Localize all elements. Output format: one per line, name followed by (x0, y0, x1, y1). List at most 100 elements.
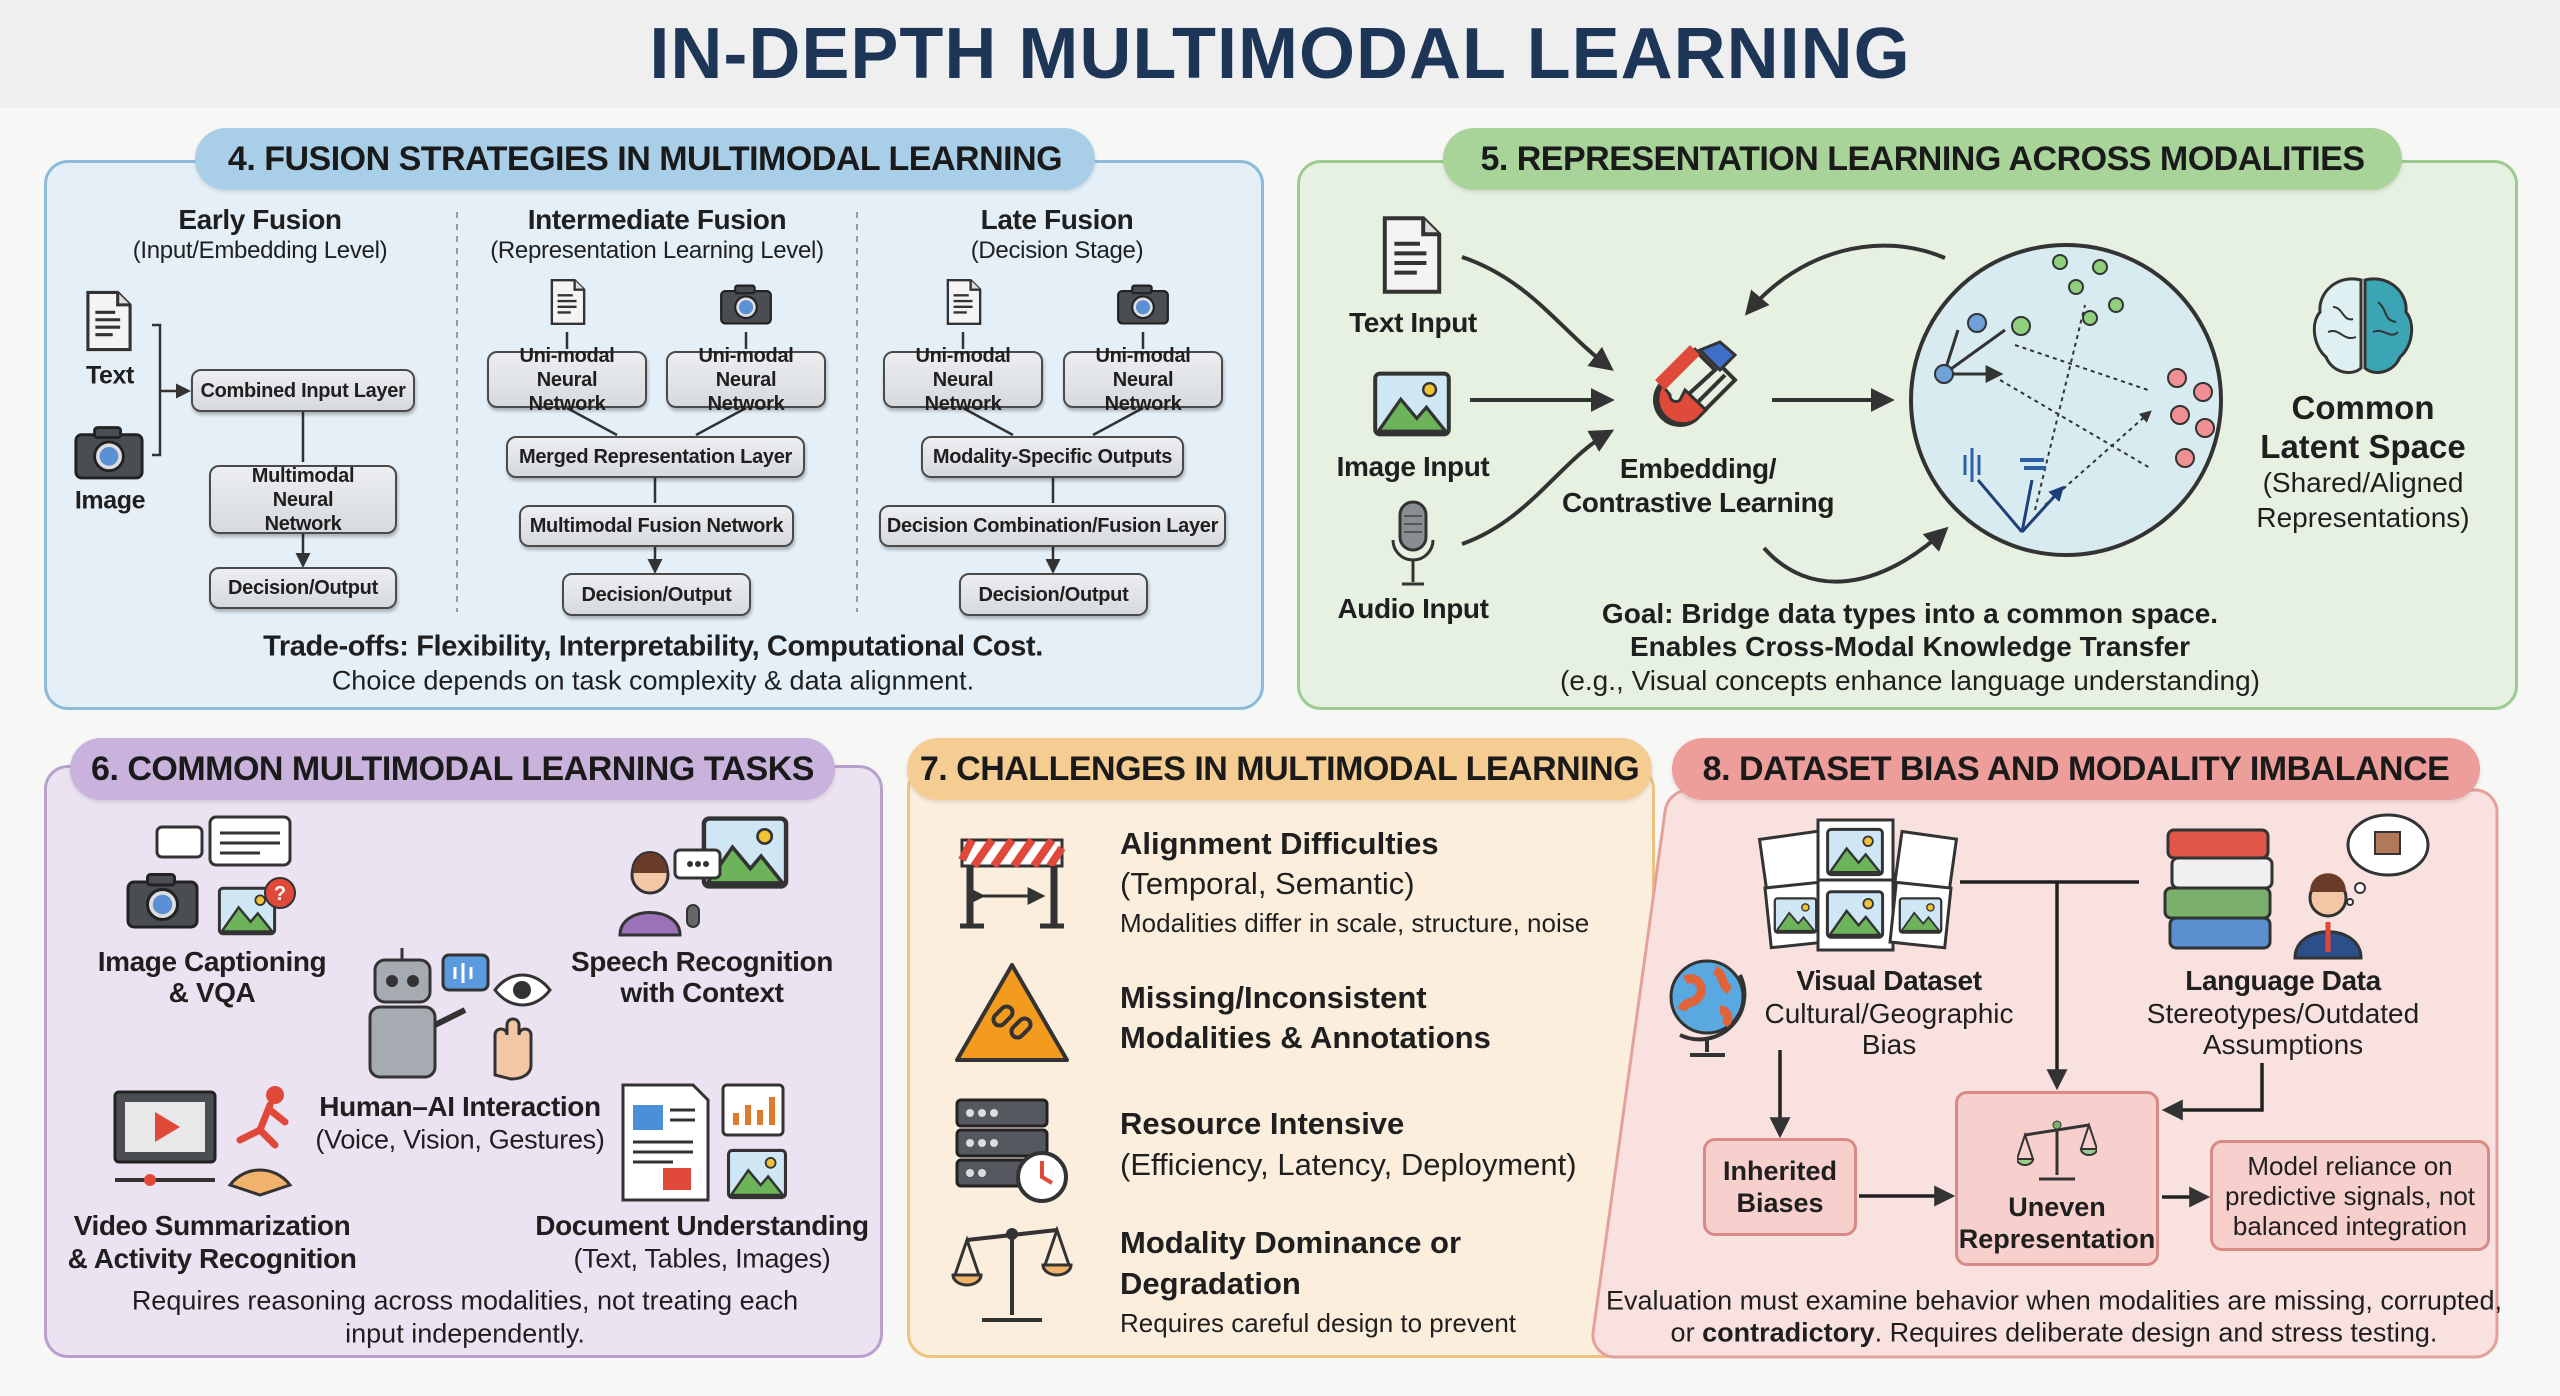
visual-dataset-line1: Cultural/Geographic (1764, 998, 2014, 1029)
latent-space-circle (1909, 243, 2223, 557)
tasks-footer-2: input independently. (345, 1318, 585, 1349)
inherited-line2: Biases (1736, 1188, 1824, 1218)
barrier-icon (958, 837, 1066, 929)
challenge-1-title: Alignment Difficulties (1120, 826, 1439, 861)
speech-recognition-icon (618, 815, 795, 937)
fusion-strategies-panel (44, 160, 1264, 710)
early-decision-output: Decision/Output (209, 567, 397, 609)
language-data-line2: Assumptions (2202, 1029, 2364, 1060)
inherited-line1: Inherited (1722, 1156, 1837, 1186)
late-fusion-subtitle: (Decision Stage) (970, 237, 1144, 264)
video-summarization-icon (113, 1086, 293, 1197)
robot-interaction-icon (368, 948, 552, 1081)
challenge-4-desc: Requires careful design to prevent (1120, 1308, 1517, 1338)
latent-label-2: Latent Space (2260, 428, 2466, 465)
reliance-line2: predictive signals, not (2224, 1180, 2476, 1211)
challenge-1-desc: Modalities differ in scale, structure, n… (1120, 908, 1590, 938)
unimodal-network-text: Uni-modal Neural Network (883, 345, 1043, 415)
bias-footer-post: . Requires deliberate design and stress … (1874, 1317, 2438, 1348)
speech-label-2: with Context (620, 977, 784, 1008)
choice-text: Choice depends on task complexity & data… (331, 665, 975, 696)
unimodal-network-image: Uni-modal Neural Network (1063, 345, 1223, 415)
challenge-3-title: Resource Intensive (1120, 1106, 1405, 1141)
text-label: Text (86, 361, 134, 390)
intermediate-decision-output: Decision/Output (562, 573, 751, 616)
bias-footer-1: Evaluation must examine behavior when mo… (1606, 1285, 2502, 1316)
multimodal-neural-network: Multimodal Neural Network (209, 465, 397, 535)
uneven-line1: Uneven (2008, 1192, 2106, 1222)
challenge-3-sub: (Efficiency, Latency, Deployment) (1120, 1147, 1577, 1182)
image-input-label: Image Input (1336, 451, 1490, 482)
balance-scale-icon (951, 1225, 1073, 1322)
combined-input-layer: Combined Input Layer (191, 369, 415, 412)
multimodal-fusion-network: Multimodal Fusion Network (519, 505, 794, 547)
hai-label-2: (Voice, Vision, Gestures) (315, 1124, 605, 1155)
image-captioning-icon: ? (126, 815, 296, 936)
tasks-header: 6. COMMON MULTIMODAL LEARNING TASKS (70, 738, 835, 800)
microphone-icon (1391, 500, 1435, 586)
bias-footer-2: or contradictory. Requires deliberate de… (1671, 1318, 2438, 1349)
video-label-2: & Activity Recognition (67, 1243, 357, 1274)
early-fusion-subtitle: (Input/Embedding Level) (132, 237, 388, 264)
document-label-1: Document Understanding (535, 1210, 869, 1241)
captioning-label-2: & VQA (168, 977, 256, 1008)
bias-header: 8. DATASET BIAS AND MODALITY IMBALANCE (1672, 738, 2480, 800)
challenge-4-sub: Degradation (1120, 1266, 1301, 1301)
embedding-label-1: Embedding/ (1619, 453, 1777, 484)
challenge-1-sub: (Temporal, Semantic) (1120, 866, 1415, 901)
modality-specific-outputs: Modality-Specific Outputs (921, 436, 1184, 478)
video-label-1: Video Summarization (73, 1210, 351, 1241)
hai-label-1: Human–AI Interaction (319, 1091, 601, 1122)
fusion-header: 4. FUSION STRATEGIES IN MULTIMODAL LEARN… (195, 128, 1095, 190)
language-data-line1: Stereotypes/Outdated (2146, 998, 2420, 1029)
image-label: Image (74, 486, 146, 515)
speech-label-1: Speech Recognition (571, 946, 833, 977)
latent-label-1: Common (2291, 389, 2435, 426)
challenge-4-title: Modality Dominance or (1120, 1225, 1462, 1260)
reliance-line3: balanced integration (2232, 1210, 2468, 1241)
challenges-header: 7. CHALLENGES IN MULTIMODAL LEARNING (907, 738, 1652, 800)
example-text: (e.g., Visual concepts enhance language … (1560, 665, 2260, 696)
representation-panel (1297, 160, 2518, 710)
late-fusion-title: Late Fusion (980, 204, 1134, 235)
embedding-label-2: Contrastive Learning (1561, 487, 1835, 518)
books-person-icon (2163, 813, 2430, 960)
audio-input-label: Audio Input (1337, 593, 1489, 624)
bias-footer-bold: contradictory (1702, 1317, 1875, 1348)
representation-header: 5. REPRESENTATION LEARNING ACROSS MODALI… (1443, 128, 2402, 190)
latent-label-4: Representations) (2256, 502, 2470, 533)
reliance-line1: Model reliance on (2247, 1150, 2453, 1181)
document-label-2: (Text, Tables, Images) (573, 1243, 831, 1274)
tasks-footer-1: Requires reasoning across modalities, no… (131, 1285, 799, 1316)
title-bar (0, 0, 2560, 108)
language-data-title: Language Data (2185, 965, 2381, 996)
intermediate-fusion-subtitle: (Representation Learning Level) (490, 237, 824, 264)
broken-link-warning-icon (955, 963, 1069, 1062)
uneven-line2: Representation (1958, 1224, 2156, 1254)
magnet-icon (1653, 340, 1738, 427)
goal-text: Goal: Bridge data types into a common sp… (1601, 598, 2219, 629)
visual-dataset-title: Visual Dataset (1796, 965, 1982, 996)
merged-representation-layer: Merged Representation Layer (506, 436, 805, 478)
globe-icon (1669, 959, 1747, 1057)
text-input-label: Text Input (1349, 307, 1477, 338)
captioning-label-1: Image Captioning (97, 946, 327, 977)
photo-collage-icon (1757, 818, 1959, 952)
late-decision-output: Decision/Output (959, 573, 1148, 616)
server-clock-icon (955, 1098, 1068, 1203)
bias-footer-pre: or (1670, 1317, 1703, 1348)
challenge-2-title: Missing/Inconsistent (1120, 980, 1427, 1015)
balance-scale-icon (2017, 1120, 2097, 1181)
brain-icon (2312, 277, 2414, 375)
challenge-2-sub: Modalities & Annotations (1120, 1020, 1491, 1055)
latent-label-3: (Shared/Aligned (2262, 467, 2464, 498)
svg-text:?: ? (274, 883, 286, 905)
visual-dataset-line2: Bias (1861, 1029, 1917, 1060)
document-understanding-icon (621, 1083, 788, 1202)
transfer-text: Enables Cross-Modal Knowledge Transfer (1629, 631, 2191, 662)
